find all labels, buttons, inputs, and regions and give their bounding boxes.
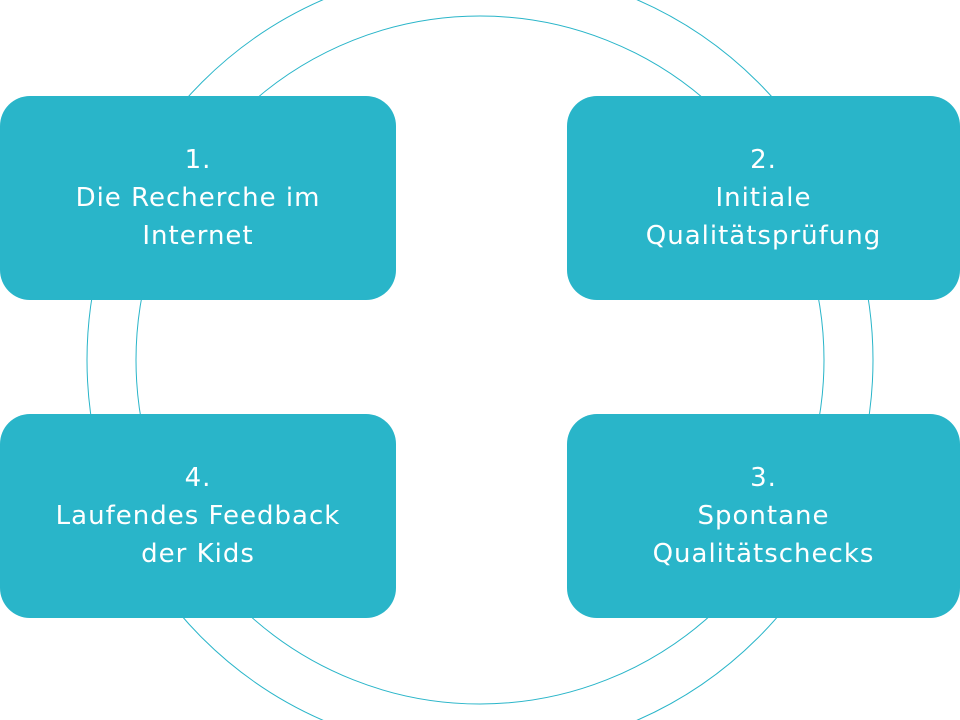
outer-ring xyxy=(86,0,874,720)
step-4-box: 4. Laufendes Feedback der Kids xyxy=(0,414,396,618)
step-2-line-1: Initiale xyxy=(715,183,812,213)
step-3-line-2: Qualitätschecks xyxy=(652,539,875,569)
step-3-line-1: Spontane xyxy=(697,501,830,531)
step-4-line-1: Laufendes Feedback xyxy=(55,501,341,531)
step-1-line-1: Die Recherche im xyxy=(75,183,321,213)
step-4-number: 4. xyxy=(184,463,212,493)
inner-ring xyxy=(135,15,825,705)
step-1-box: 1. Die Recherche im Internet xyxy=(0,96,396,300)
step-2-line-2: Qualitätsprüfung xyxy=(645,221,882,251)
step-1-number: 1. xyxy=(184,145,212,175)
step-3-box: 3. Spontane Qualitätschecks xyxy=(567,414,960,618)
step-2-box: 2. Initiale Qualitätsprüfung xyxy=(567,96,960,300)
step-2-number: 2. xyxy=(750,145,777,175)
step-4-line-2: der Kids xyxy=(141,539,255,569)
step-1-line-2: Internet xyxy=(142,221,254,251)
step-3-number: 3. xyxy=(750,463,777,493)
